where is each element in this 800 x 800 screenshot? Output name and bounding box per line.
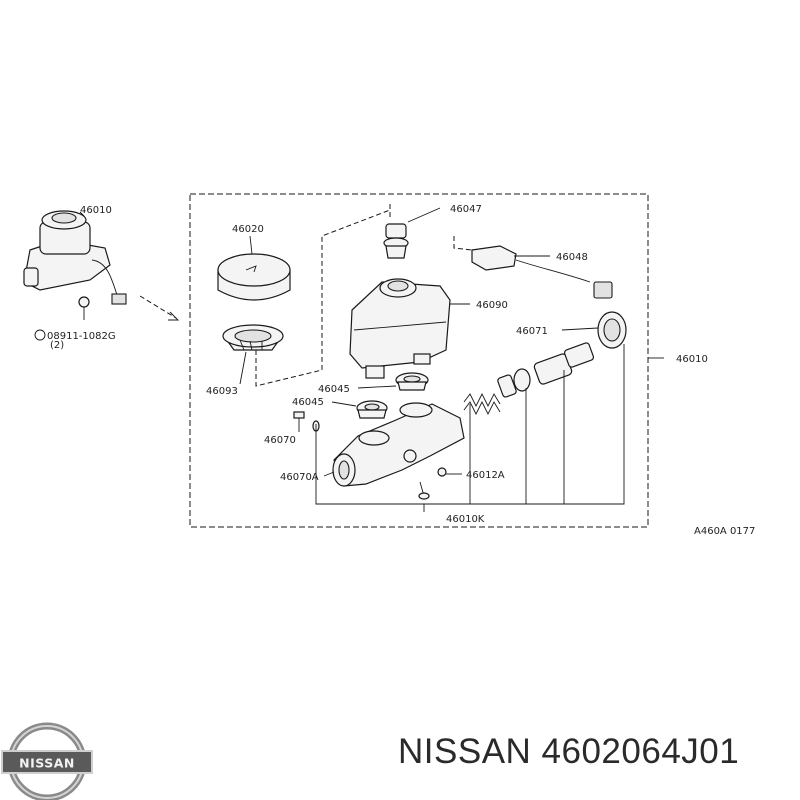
strainer bbox=[222, 324, 284, 351]
fluid-level-switch bbox=[471, 245, 613, 299]
piston-spring-set bbox=[463, 311, 627, 416]
label-bleeder: 46012A bbox=[466, 470, 505, 481]
label-cap: 46020 bbox=[232, 224, 264, 235]
reservoir-tank bbox=[349, 278, 451, 379]
bolt-symbol bbox=[34, 329, 46, 341]
label-grommet-plug: 46047 bbox=[450, 204, 482, 215]
label-screw: 46070 bbox=[264, 435, 296, 446]
nissan-logo: NISSAN bbox=[1, 722, 93, 800]
reservoir-cap bbox=[217, 253, 291, 301]
figure-code: A460A 0177 bbox=[694, 526, 755, 537]
label-oring: 46070A bbox=[280, 472, 319, 483]
label-seal: 46071 bbox=[516, 326, 548, 337]
label-grommet-b: 46045 bbox=[292, 397, 324, 408]
label-bolt-ref: 08911-1082G bbox=[47, 331, 116, 342]
label-assembly-right: 46010 bbox=[676, 354, 708, 365]
overview-assembly bbox=[23, 210, 180, 321]
grommet-plug bbox=[383, 223, 409, 259]
grommet-a bbox=[395, 372, 429, 391]
screw bbox=[293, 411, 320, 432]
main-frame bbox=[189, 193, 649, 528]
label-bolt-qty: (2) bbox=[50, 340, 64, 351]
label-reservoir: 46090 bbox=[476, 300, 508, 311]
brand-title: NISSAN 4602064J01 bbox=[398, 732, 740, 771]
leader-overview bbox=[79, 211, 85, 217]
grommet-b bbox=[356, 400, 388, 419]
label-assembly-top: 46010 bbox=[80, 205, 112, 216]
master-cylinder-body bbox=[332, 402, 465, 500]
label-piston-kit: 46010K bbox=[446, 514, 485, 525]
label-switch: 46048 bbox=[556, 252, 588, 263]
label-strainer: 46093 bbox=[206, 386, 238, 397]
svg-text:NISSAN: NISSAN bbox=[19, 756, 75, 771]
label-grommet-a: 46045 bbox=[318, 384, 350, 395]
bleeder-screw bbox=[437, 467, 447, 477]
